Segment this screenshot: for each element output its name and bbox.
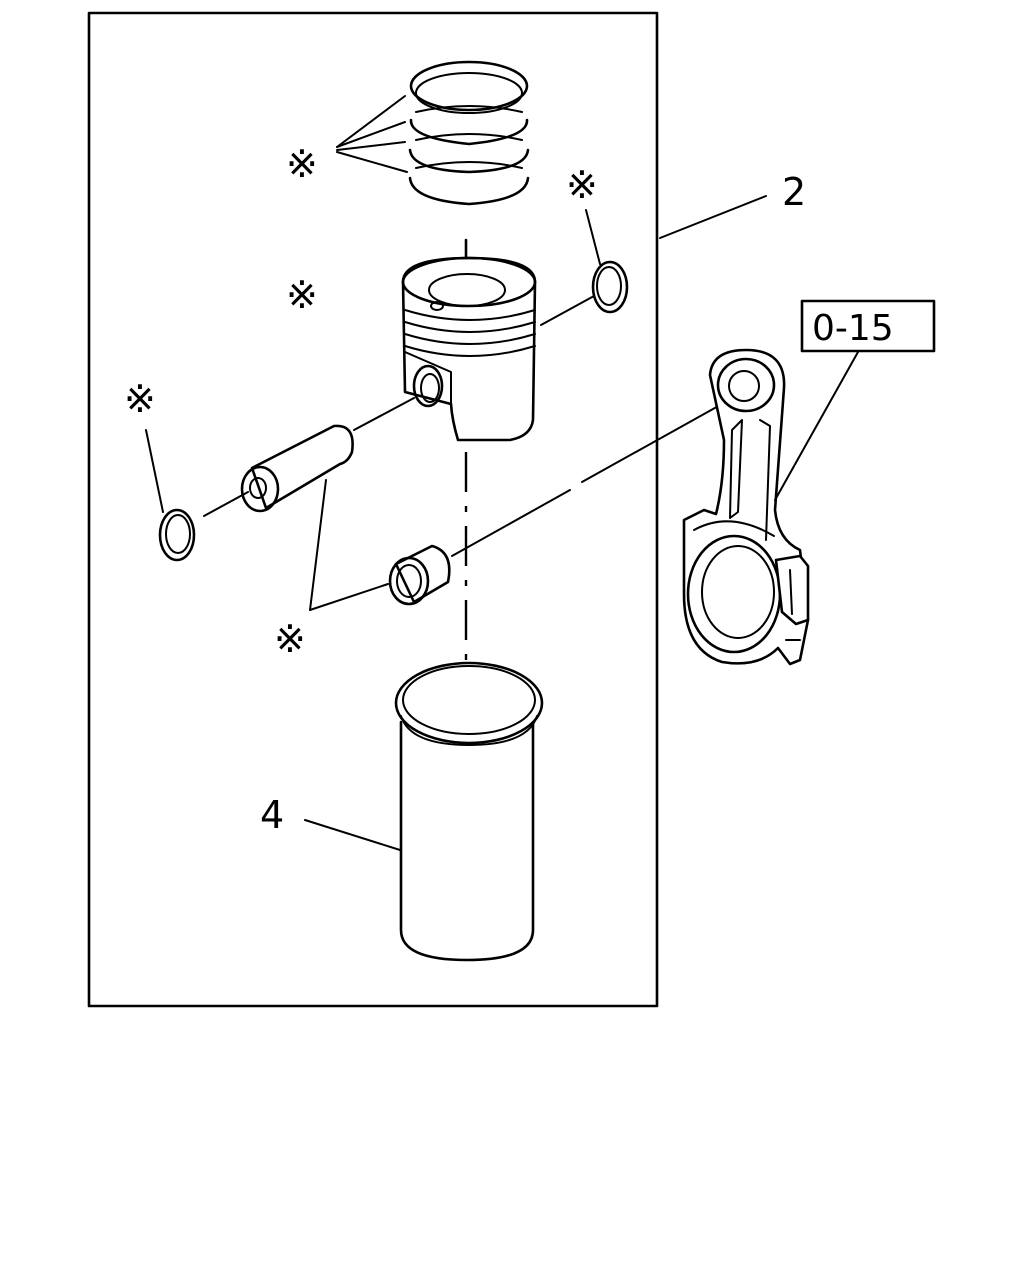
snap-ring-left	[145, 429, 196, 562]
reference-box	[800, 299, 936, 353]
mark-snap-ring-right: ※	[566, 163, 598, 207]
cylinder-liner	[304, 661, 544, 962]
mark-rings: ※	[286, 142, 318, 186]
small-end-bushing	[309, 403, 723, 611]
mark-piston: ※	[286, 273, 318, 317]
mark-snap-ring-left: ※	[124, 377, 156, 421]
snap-ring-right	[540, 209, 629, 326]
leader-line-2	[659, 195, 767, 239]
reference-label: 0-15	[812, 308, 894, 349]
piston-rings	[336, 60, 530, 206]
mark-bushing: ※	[274, 617, 306, 661]
piston	[401, 238, 537, 442]
assembly-frame	[87, 11, 659, 1008]
connecting-rod	[682, 348, 859, 666]
piston-pin	[203, 397, 415, 517]
callout-2: 2	[782, 170, 806, 214]
callout-4: 4	[260, 793, 284, 837]
